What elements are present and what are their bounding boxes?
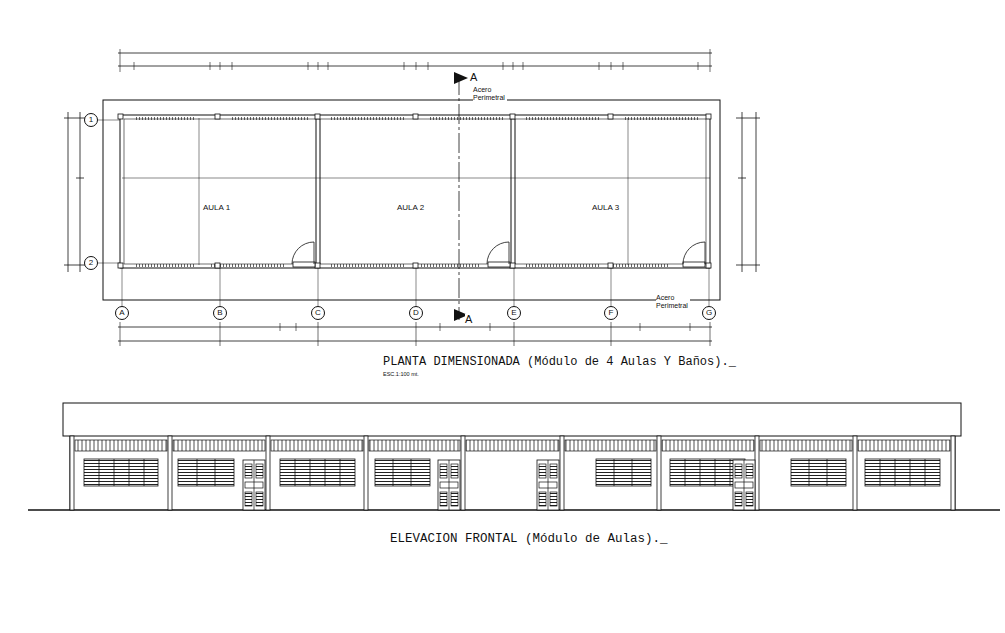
grid-axis-bubble: C — [311, 306, 325, 320]
drawing-title: PLANTA DIMENSIONADA (Módulo de 4 Aulas Y… — [383, 356, 736, 368]
note: Acero Perimetral — [473, 86, 507, 101]
grid-axis-bubble: E — [507, 306, 521, 320]
room-name: AULA 1 — [202, 204, 231, 212]
scale-note: ESC.1:100 mt. — [383, 372, 419, 378]
grid-axis-bubble: B — [213, 306, 227, 320]
room-name: AULA 3 — [591, 204, 620, 212]
classroom: AULA 1 — [124, 119, 316, 264]
axis-label: 1 — [89, 116, 93, 124]
grid-axis-bubble: 2 — [84, 256, 98, 270]
grid-axis-bubble: G — [702, 306, 716, 320]
axis-label: A — [119, 309, 124, 317]
axis-label: C — [315, 309, 321, 317]
grid-axis-bubble: A — [115, 306, 129, 320]
classroom: AULA 2 — [320, 119, 511, 264]
section-mark: A — [465, 314, 472, 325]
drawing-caption: ELEVACION FRONTAL (Módulo de Aulas)._ — [390, 533, 668, 546]
axis-label: 2 — [89, 259, 93, 267]
axis-label: E — [511, 309, 516, 317]
grid-axis-bubble: 1 — [84, 113, 98, 127]
grid-axis-bubble: F — [604, 306, 618, 320]
axis-label: B — [217, 309, 222, 317]
classroom: AULA 3 — [515, 119, 706, 264]
axis-label: D — [413, 309, 419, 317]
section-mark: A — [470, 72, 477, 83]
axis-label: F — [609, 309, 614, 317]
room-name: AULA 2 — [396, 204, 425, 212]
axis-label: G — [706, 309, 712, 317]
note: Acero Perimetral — [656, 294, 690, 309]
grid-axis-bubble: D — [409, 306, 423, 320]
